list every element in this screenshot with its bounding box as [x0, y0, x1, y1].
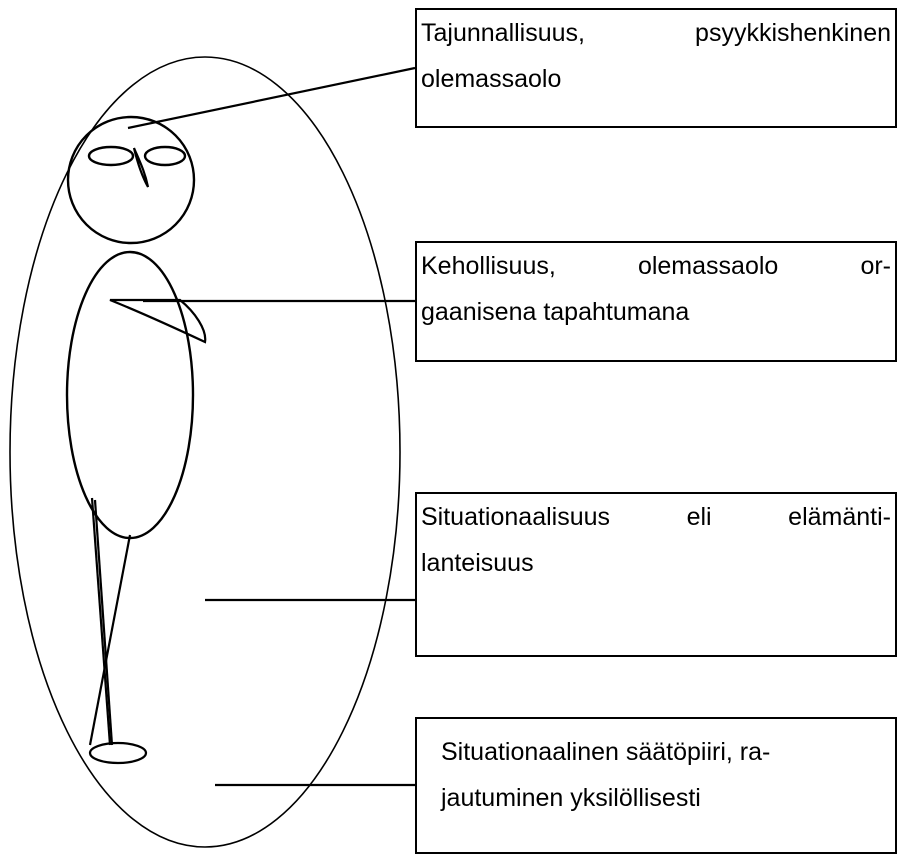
- figure-foot: [90, 743, 146, 763]
- label-corporeality: Kehollisuus, olemassaolo or- gaanisena t…: [415, 241, 897, 362]
- figure-head: [68, 117, 194, 243]
- label-corporeality-line-2: gaanisena tapahtumana: [421, 289, 891, 335]
- label-situationality-line-2: lanteisuus: [421, 540, 891, 586]
- figure-right-eye: [145, 147, 185, 165]
- figure-body: [67, 252, 193, 538]
- label-situationality: Situationaalisuus eli elämänti- lanteisu…: [415, 492, 897, 657]
- label-situational-regulation: Situationaalinen säätöpiiri, ra- jautumi…: [415, 717, 897, 854]
- connector-consciousness: [128, 68, 415, 128]
- label-corporeality-line-1: Kehollisuus, olemassaolo or-: [421, 243, 891, 289]
- figure-leg-left-2: [92, 498, 110, 745]
- figure-left-eye: [89, 147, 133, 165]
- label-situational-regulation-line-1: Situationaalinen säätöpiiri, ra-: [441, 729, 891, 775]
- label-situational-regulation-line-2: jautuminen yksilöllisesti: [441, 775, 891, 821]
- label-consciousness-line-1: Tajunnallisuus, psyykkishenkinen: [421, 10, 891, 56]
- label-consciousness-line-2: olemassaolo: [421, 56, 891, 102]
- figure-arm: [110, 300, 205, 342]
- label-situationality-line-1: Situationaalisuus eli elämänti-: [421, 494, 891, 540]
- label-consciousness: Tajunnallisuus, psyykkishenkinen olemass…: [415, 8, 897, 128]
